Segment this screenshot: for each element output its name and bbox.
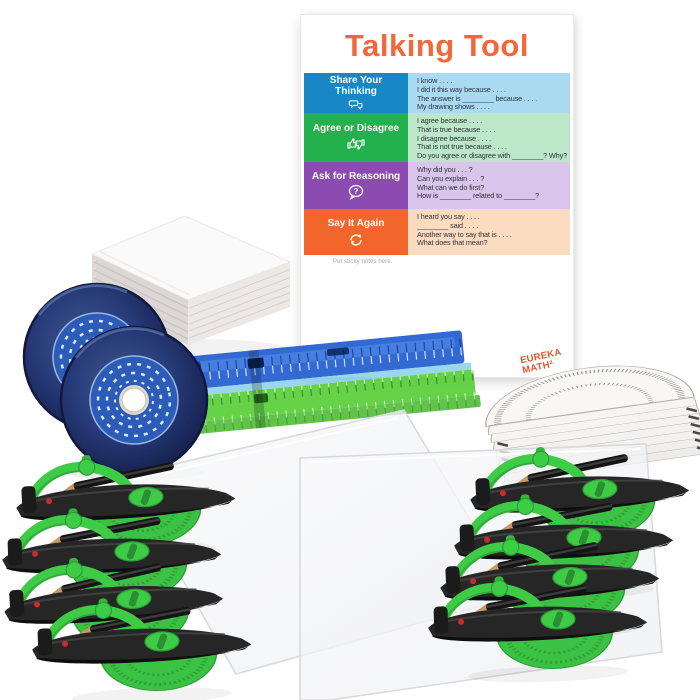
poster-row-say-it-again: Say It Again I heard you say . . . . ___… [304,209,570,255]
row-prompts: I agree because . . . . That is true bec… [408,113,570,162]
eureka-math-logo: EUREKA MATH² [519,347,565,376]
compass-1 [14,447,238,565]
clear-dry-erase-board-right [299,443,663,700]
painters-tape-roll-back [22,282,172,432]
prompt-line: What does that mean? [417,238,488,248]
compass-5 [468,439,692,557]
prompt-line: ________ said . . . . [417,220,478,230]
prompt-line: I disagree because . . . . [417,133,491,143]
prompt-line: Do you agree or disagree with ________? … [417,151,567,160]
row-label: Share Your Thinking [329,75,383,97]
prompt-line: Another way to say that is . . . . [417,229,512,239]
prompt-line: I agree because . . . . [417,116,483,125]
row-prompts: Why did you . . . ? Can you explain . . … [408,162,570,209]
poster-rows: Share Your Thinking I know . . . . I did… [304,73,570,255]
talking-tool-poster: Talking Tool Share Your Thinking I know … [300,14,574,378]
compass-6 [452,489,675,604]
prompt-line: Why did you . . . ? [417,165,473,174]
row-label-cell: Ask for Reasoning ? [304,162,408,209]
prompt-line: The answer is ________ because . . . . [417,93,538,103]
thumbs-up-down-icon [347,138,365,150]
row-label: Agree or Disagree [312,123,400,134]
poster-title: Talking Tool [345,28,529,63]
poster-caption: Put sticky notes here. [333,259,393,265]
compass-3 [1,548,227,670]
prompt-line: My drawing shows . . . . [417,102,490,112]
poster-row-ask-for-reasoning: Ask for Reasoning ? Why did you . . . ? … [304,162,570,209]
prompt-line: How is ________ related to ________? [417,191,539,201]
prompt-line: That is not true because . . . . [417,142,507,152]
refresh-arrows-icon [350,233,362,246]
compass-7 [438,527,662,645]
row-label-cell: Share Your Thinking [304,73,408,113]
sticky-note-pad [90,215,292,357]
prompt-line: That is true because . . . . [417,124,496,134]
compass-4 [30,593,253,700]
row-label: Ask for Reasoning [311,171,401,182]
prompt-line: Can you explain . . . ? [417,173,485,183]
poster-row-agree-or-disagree: Agree or Disagree I agree because . . . … [304,113,570,162]
row-label-cell: Say It Again [304,209,408,255]
poster-row-share-your-thinking: Share Your Thinking I know . . . . I did… [304,73,570,113]
svg-text:?: ? [354,187,359,196]
row-label-cell: Agree or Disagree [304,113,408,162]
row-prompts: I heard you say . . . . ________ said . … [408,209,570,255]
painters-tape-roll-front [59,325,209,480]
clear-dry-erase-board-left [122,409,518,675]
prompt-line: What can we do first? [417,182,485,192]
speech-bubbles-icon [348,100,363,110]
prompt-line: I heard you say . . . . [417,212,480,221]
compass-8 [426,571,649,686]
question-bubble-icon: ? [348,184,364,200]
row-prompts: I know . . . . I did it this way because… [408,73,570,113]
compass-2 [0,503,223,618]
prompt-line: I did it this way because . . . . [417,84,506,94]
row-label: Say It Again [327,217,385,229]
prompt-line: I know . . . . [417,76,453,85]
